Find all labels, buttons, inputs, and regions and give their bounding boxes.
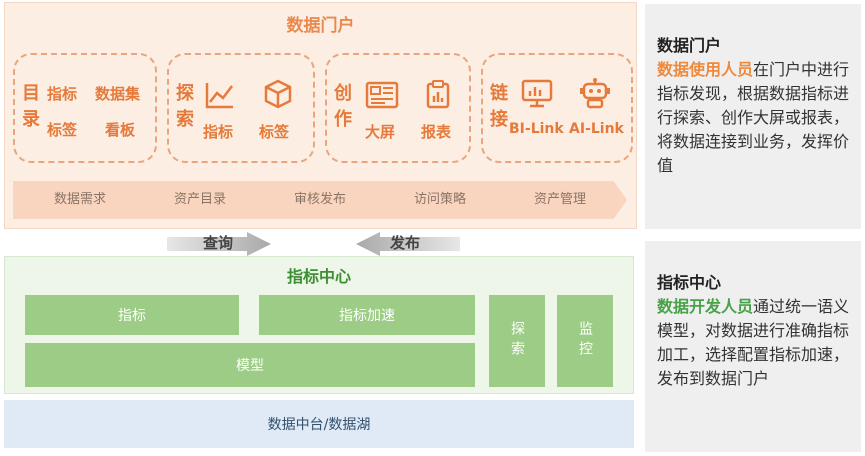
cube-icon [264,79,292,109]
publish-arrow-icon [356,232,460,256]
flow-step-asset: 资产管理 [493,181,627,219]
label-explore: 探索 [176,83,194,130]
explore-box: 探索 [489,295,545,387]
portal-title: 数据门户 [286,16,355,36]
label-tag: 标签 [47,121,78,139]
label-explore-tag: 标签 [259,123,290,141]
flow-step-catalog: 资产目录 [133,181,267,219]
label-explore-indicator: 指标 [203,123,234,141]
monitor-icon [521,79,553,108]
label-catalog: 目录 [22,83,40,130]
label-big-screen: 大屏 [365,123,396,141]
indicator-acceleration-box: 指标加速 [259,295,475,335]
line-chart-icon [205,83,233,109]
label-report: 报表 [421,123,452,141]
metrics-info-title: 指标中心 [657,273,722,292]
data-platform-layer: 数据中台/数据湖 [4,400,634,448]
group-catalog: 目录 指标 数据集 标签 看板 [13,53,157,163]
report-icon [426,80,450,109]
publish-label: 发布 [390,234,421,252]
label-ai-link: AI-Link [569,121,624,137]
flow-step-demand: 数据需求 [13,181,147,219]
big-screen-icon [365,81,399,109]
metrics-center-panel: 指标中心 指标 指标加速 模型 探索 监控 [4,256,634,394]
portal-info-title: 数据门户 [657,36,722,55]
portal-info-body: 数据使用人员在门户中进行指标发现，根据数据指标进行探索、创作大屏或报表，将数据连… [657,58,851,178]
label-link: 链接 [490,83,508,130]
indicator-box: 指标 [25,295,239,335]
label-dashboard: 看板 [105,121,136,139]
group-link: 链接 BI-Link AI-Link [481,53,633,163]
group-create: 创作 大屏 报表 [325,53,471,163]
query-label: 查询 [203,234,234,252]
model-box: 模型 [25,343,475,387]
portal-info-text: 在门户中进行指标发现，根据数据指标进行探索、创作大屏或报表，将数据连接到业务，发… [657,60,850,175]
group-explore: 探索 指标 标签 [167,53,315,163]
portal-info-highlight: 数据使用人员 [657,60,754,79]
robot-icon [580,78,610,109]
metrics-info-text: 通过统一语义模型，对数据进行准确指标加工，选择配置指标加速，发布到数据门户 [657,297,850,388]
metrics-info-panel: 指标中心 数据开发人员通过统一语义模型，对数据进行准确指标加工，选择配置指标加速… [645,241,861,452]
flow-step-review: 审核发布 [253,181,387,219]
query-arrow-icon [167,232,271,256]
metrics-info-highlight: 数据开发人员 [657,297,754,316]
metrics-info-body: 数据开发人员通过统一语义模型，对数据进行准确指标加工，选择配置指标加速，发布到数… [657,295,851,391]
metrics-title: 指标中心 [286,267,351,286]
label-indicator: 指标 [47,85,78,103]
flow-step-access: 访问策略 [373,181,507,219]
portal-info-panel: 数据门户 数据使用人员在门户中进行指标发现，根据数据指标进行探索、创作大屏或报表… [645,4,861,229]
monitor-box: 监控 [557,295,613,387]
label-bi-link: BI-Link [509,121,564,137]
data-portal-panel: 数据门户 目录 指标 数据集 标签 看板 探索 指标 标签 创作 [4,2,637,229]
label-create: 创作 [334,83,352,130]
label-dataset: 数据集 [95,85,141,103]
